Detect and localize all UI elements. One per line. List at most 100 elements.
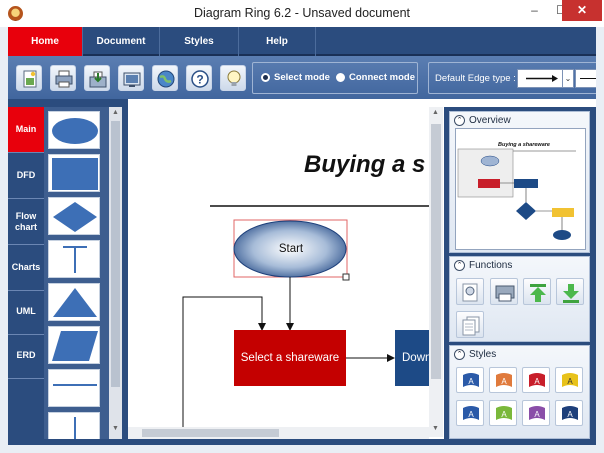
edge-type-group: Default Edge type : ⌄ <box>428 62 601 94</box>
rectangle-shape-icon <box>52 158 98 190</box>
svg-text:A: A <box>567 410 573 419</box>
style-swatch-8[interactable]: A <box>555 400 583 426</box>
svg-text:A: A <box>501 410 507 419</box>
vertical-line-icon <box>74 417 76 439</box>
style-swatch-6[interactable]: A <box>489 400 517 426</box>
shape-ellipse[interactable] <box>48 111 100 149</box>
style-swatch-5[interactable]: A <box>456 400 484 426</box>
select-mode-label[interactable]: Select mode <box>274 72 330 83</box>
shape-triangle[interactable] <box>48 283 100 321</box>
category-charts[interactable]: Charts <box>8 245 44 291</box>
overview-preview[interactable]: Buying a shareware <box>455 128 586 250</box>
copy-button[interactable] <box>456 311 484 338</box>
shapes-scrollbar-thumb[interactable] <box>111 121 120 387</box>
scroll-down-icon[interactable]: ▼ <box>432 425 439 432</box>
edge-line-select[interactable] <box>575 69 601 88</box>
chevron-down-icon[interactable]: ⌄ <box>562 69 574 88</box>
bring-up-button[interactable] <box>523 278 551 305</box>
style-blue-icon: A <box>463 373 479 387</box>
copy-pages-icon <box>462 316 480 336</box>
tab-help[interactable]: Help <box>239 27 316 56</box>
style-navy-icon: A <box>562 406 578 420</box>
collapse-styles-icon[interactable]: ⌃ <box>454 349 465 360</box>
tab-home[interactable]: Home <box>8 27 83 56</box>
select-mode-radio[interactable] <box>261 73 270 82</box>
export-image-icon <box>123 72 141 87</box>
print-preview-button[interactable] <box>490 278 518 305</box>
close-button[interactable]: ✕ <box>562 0 602 21</box>
shape-parallelogram[interactable] <box>48 326 100 364</box>
loop-arrow-icon <box>258 323 266 331</box>
arrow-down-icon <box>563 284 579 303</box>
resize-handle[interactable] <box>342 273 350 281</box>
t-shape-icon <box>63 246 87 273</box>
shape-horizontal-line[interactable] <box>48 369 100 407</box>
diagram-title[interactable]: Buying a s <box>304 151 426 178</box>
style-swatch-7[interactable]: A <box>522 400 550 426</box>
tips-button[interactable] <box>220 65 246 91</box>
canvas-vertical-thumb[interactable] <box>431 124 441 379</box>
menu-bar: Home Document Styles Help <box>8 27 596 56</box>
toolbar: ? Select mode Connect mode Default Edge … <box>8 56 601 99</box>
svg-text:?: ? <box>196 73 203 87</box>
shape-rectangle[interactable] <box>48 154 100 192</box>
svg-text:A: A <box>501 377 507 386</box>
scroll-up-icon[interactable]: ▲ <box>432 109 439 116</box>
web-icon <box>157 70 175 88</box>
tips-bulb-icon <box>227 70 241 86</box>
shape-diamond[interactable] <box>48 197 100 235</box>
overview-title: Buying a shareware <box>498 142 550 148</box>
tab-document[interactable]: Document <box>83 27 160 56</box>
style-swatch-3[interactable]: A <box>522 367 550 393</box>
diamond-shape-icon <box>53 202 97 232</box>
zoom-button[interactable] <box>456 278 484 305</box>
download-node[interactable] <box>395 330 429 386</box>
print-icon <box>55 70 73 88</box>
right-arrow-icon <box>387 354 395 362</box>
print-button[interactable] <box>50 65 76 91</box>
functions-label: Functions <box>469 260 513 271</box>
send-down-button[interactable] <box>556 278 584 305</box>
arrow-up-icon <box>530 284 546 302</box>
export-image-button[interactable] <box>118 65 144 91</box>
web-button[interactable] <box>152 65 178 91</box>
connect-mode-label[interactable]: Connect mode <box>349 72 415 83</box>
scroll-up-icon[interactable]: ▲ <box>112 109 119 116</box>
style-swatch-1[interactable]: A <box>456 367 484 393</box>
maximize-button[interactable]: ☐ <box>548 0 575 21</box>
svg-text:A: A <box>468 377 474 386</box>
svg-text:A: A <box>534 377 540 386</box>
select-shareware-node[interactable] <box>234 330 346 386</box>
canvas-horizontal-thumb[interactable] <box>142 429 279 437</box>
connect-mode-radio[interactable] <box>336 73 345 82</box>
open-button[interactable] <box>84 65 110 91</box>
tab-styles[interactable]: Styles <box>160 27 239 56</box>
shape-t[interactable] <box>48 240 100 278</box>
overview-label: Overview <box>469 115 511 126</box>
collapse-overview-icon[interactable]: ⌃ <box>454 115 465 126</box>
category-main[interactable]: Main <box>8 107 44 153</box>
style-red-icon: A <box>529 373 545 387</box>
svg-text:A: A <box>567 377 573 386</box>
status-bar <box>8 439 596 445</box>
category-flowchart[interactable]: Flow chart <box>8 199 44 245</box>
edge-type-label: Default Edge type : <box>435 73 516 84</box>
style-swatch-2[interactable]: A <box>489 367 517 393</box>
category-uml[interactable]: UML <box>8 289 44 335</box>
magnifier-icon <box>462 283 478 302</box>
triangle-shape-icon <box>53 288 97 317</box>
app-logo-icon[interactable] <box>8 6 23 21</box>
ellipse-shape-icon <box>52 118 98 144</box>
style-swatch-4[interactable]: A <box>555 367 583 393</box>
category-dfd[interactable]: DFD <box>8 153 44 199</box>
edge-type-select[interactable] <box>517 69 565 88</box>
line-edge-icon <box>580 78 600 79</box>
help-button[interactable]: ? <box>186 65 212 91</box>
category-erd[interactable]: ERD <box>8 333 44 379</box>
scroll-down-icon[interactable]: ▼ <box>112 425 119 432</box>
svg-text:A: A <box>534 410 540 419</box>
collapse-functions-icon[interactable]: ⌃ <box>454 260 465 271</box>
new-document-button[interactable] <box>16 65 42 91</box>
shape-vertical-line[interactable] <box>48 412 100 439</box>
minimize-button[interactable]: – <box>531 3 538 17</box>
